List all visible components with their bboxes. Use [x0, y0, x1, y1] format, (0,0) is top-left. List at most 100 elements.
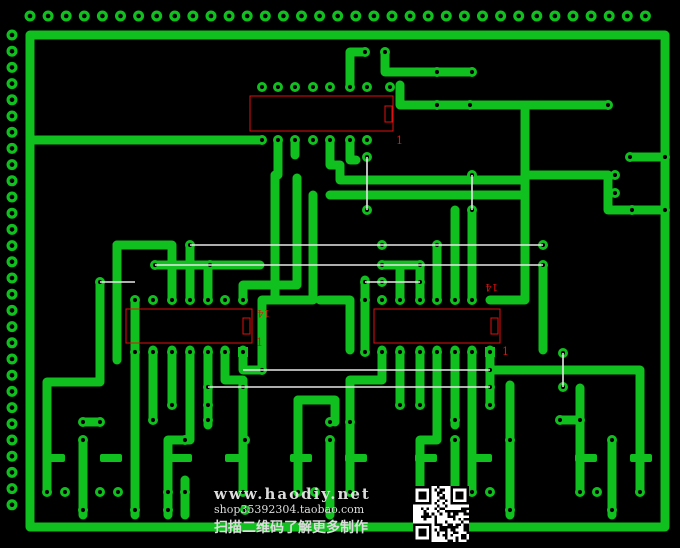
qr-module — [463, 523, 467, 526]
header-pad-top-hole — [588, 13, 594, 19]
qr-module — [426, 507, 429, 510]
qr-finder — [455, 491, 464, 500]
chip-u1-outline — [249, 95, 394, 132]
header-pad-top-hole — [534, 13, 540, 19]
u3-pin-hole — [397, 349, 403, 355]
header-pad-left-hole — [9, 486, 15, 491]
qr-module — [458, 518, 461, 521]
header-pad-top-hole — [45, 13, 51, 19]
u3-pin-hole — [434, 349, 440, 355]
u3-pin-hole — [469, 297, 475, 303]
header-pad-top-hole — [335, 13, 341, 19]
qr-module — [442, 494, 445, 497]
u3-pin-hole — [452, 297, 458, 303]
qr-module — [442, 488, 445, 492]
via-pad-hole — [165, 489, 171, 495]
qr-module — [447, 512, 451, 516]
via-pad-hole — [467, 102, 473, 108]
via-pad-hole — [577, 489, 583, 495]
via-pad-hole — [629, 207, 635, 213]
via-pad-hole — [347, 419, 353, 425]
u3-pin-hole — [452, 349, 458, 355]
qr-module — [434, 528, 437, 532]
qr-module — [463, 507, 467, 510]
u3-pin-hole — [417, 297, 423, 303]
qr-module — [442, 496, 445, 500]
qr-module — [445, 499, 448, 502]
qr-module — [445, 528, 448, 532]
chip-u2-pin14-label: 14 — [257, 307, 270, 318]
via-pad-hole — [627, 154, 633, 160]
header-pad-left-hole — [9, 470, 15, 475]
via-pad-hole — [44, 489, 50, 495]
header-pad-left-hole — [9, 389, 15, 394]
via-pad-hole — [557, 417, 563, 423]
qr-module — [463, 526, 467, 529]
qr-module — [445, 534, 448, 537]
via-pad-hole — [205, 417, 211, 423]
via-pad-hole — [612, 172, 618, 178]
header-pad-left-hole — [9, 81, 15, 86]
chip-u3-pin1-label: 1 — [502, 345, 509, 358]
qr-module — [455, 523, 459, 526]
u3-pin-hole — [379, 297, 385, 303]
header-pad-left-hole — [9, 48, 15, 54]
qr-module — [437, 510, 440, 513]
via-pad-hole — [312, 489, 318, 495]
header-pad-left-hole — [9, 356, 15, 362]
via-pad-hole — [452, 437, 458, 443]
qr-module — [453, 515, 456, 518]
qr-module — [423, 510, 427, 513]
u2-pin-hole — [205, 297, 211, 303]
u1-pin-hole — [327, 137, 333, 143]
header-pad-top-hole — [317, 13, 322, 19]
header-pad-left-hole — [9, 275, 15, 281]
qr-module — [450, 534, 453, 537]
u1-pin-hole — [275, 137, 281, 143]
via-pad-hole — [295, 489, 301, 495]
via-pad-hole — [469, 489, 475, 495]
qr-module — [437, 499, 440, 502]
qr-module — [421, 507, 424, 510]
qr-module — [458, 510, 461, 513]
qr-module — [426, 515, 429, 518]
qr-module — [447, 539, 451, 542]
u1-pin-hole — [259, 137, 265, 143]
header-pad-left-hole — [9, 32, 15, 38]
qr-module — [453, 510, 456, 513]
qr-module — [450, 539, 453, 542]
qr-module — [453, 531, 456, 534]
via-pad-hole — [382, 49, 388, 55]
via-pad-hole — [205, 402, 211, 408]
qr-module — [461, 520, 464, 524]
header-pad-left-hole — [9, 97, 15, 103]
via-pad-hole — [327, 419, 333, 425]
u2-pin-hole — [222, 297, 228, 303]
header-pad-left-hole — [9, 453, 15, 459]
qr-module — [466, 531, 469, 534]
header-pad-left-hole — [9, 243, 15, 248]
header-pad-top-hole — [100, 13, 105, 19]
u3-pin-hole — [469, 349, 475, 355]
via-pad-hole — [594, 489, 600, 495]
qr-module — [445, 504, 448, 508]
qr-module — [439, 488, 443, 492]
u2-pin-hole — [187, 349, 193, 355]
qr-module — [455, 536, 459, 540]
header-pad-left-hole — [9, 340, 15, 346]
header-pad-top-hole — [498, 13, 503, 19]
via-pad-hole — [662, 154, 668, 160]
qr-finder — [418, 491, 427, 500]
qr-module — [447, 523, 451, 526]
via-pad-hole — [434, 69, 440, 75]
header-pad-left-hole — [9, 129, 15, 135]
header-pad-top-hole — [371, 13, 377, 19]
qr-module — [455, 526, 459, 529]
copper-traces — [25, 30, 670, 532]
qr-module — [439, 491, 443, 494]
u2-pin-hole — [150, 297, 156, 303]
header-pad-top-hole — [516, 13, 522, 19]
qr-module — [423, 518, 427, 521]
qr-module — [437, 494, 440, 497]
